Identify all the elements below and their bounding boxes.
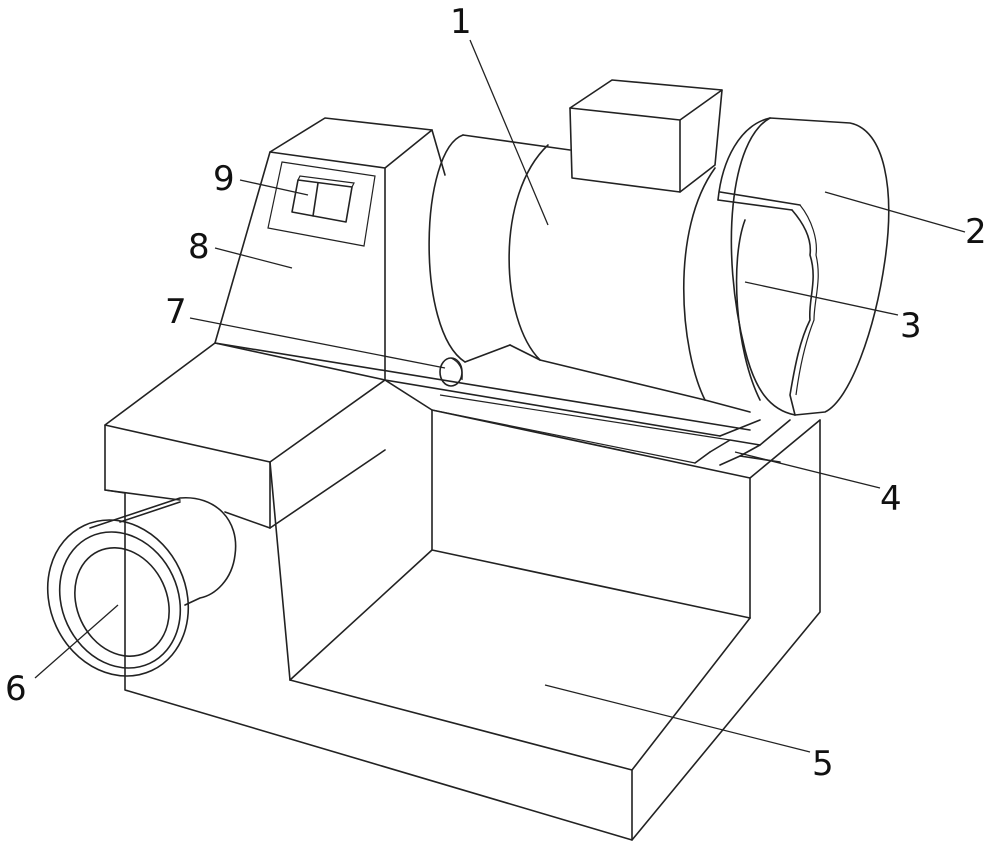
leader-7 xyxy=(189,317,446,369)
leader-3 xyxy=(744,281,899,316)
dust-nozzle xyxy=(46,497,237,677)
callout-4: 4 xyxy=(880,479,902,519)
motor-cylinder xyxy=(428,134,751,413)
grinding-wheel xyxy=(735,204,819,416)
leader-9 xyxy=(239,179,309,196)
switch xyxy=(291,175,355,223)
callout-6: 6 xyxy=(5,669,27,709)
leader-lines xyxy=(34,39,966,753)
callout-3: 3 xyxy=(900,306,922,346)
callout-1: 1 xyxy=(450,2,472,42)
callouts: 1 2 3 4 5 6 7 8 9 xyxy=(5,2,987,784)
leader-5 xyxy=(544,684,811,753)
wheel-guard xyxy=(717,117,890,416)
control-housing xyxy=(214,117,446,381)
leader-8 xyxy=(214,247,293,269)
terminal-box xyxy=(569,79,723,193)
callout-9: 9 xyxy=(213,159,235,199)
callout-7: 7 xyxy=(165,292,187,332)
leader-2 xyxy=(824,191,966,233)
callout-8: 8 xyxy=(188,227,210,267)
callout-5: 5 xyxy=(812,744,834,784)
leader-4 xyxy=(734,451,881,489)
callout-2: 2 xyxy=(965,212,987,252)
leader-6 xyxy=(34,604,119,679)
leader-1 xyxy=(469,39,549,226)
base-block xyxy=(104,409,821,841)
knob xyxy=(439,357,463,387)
